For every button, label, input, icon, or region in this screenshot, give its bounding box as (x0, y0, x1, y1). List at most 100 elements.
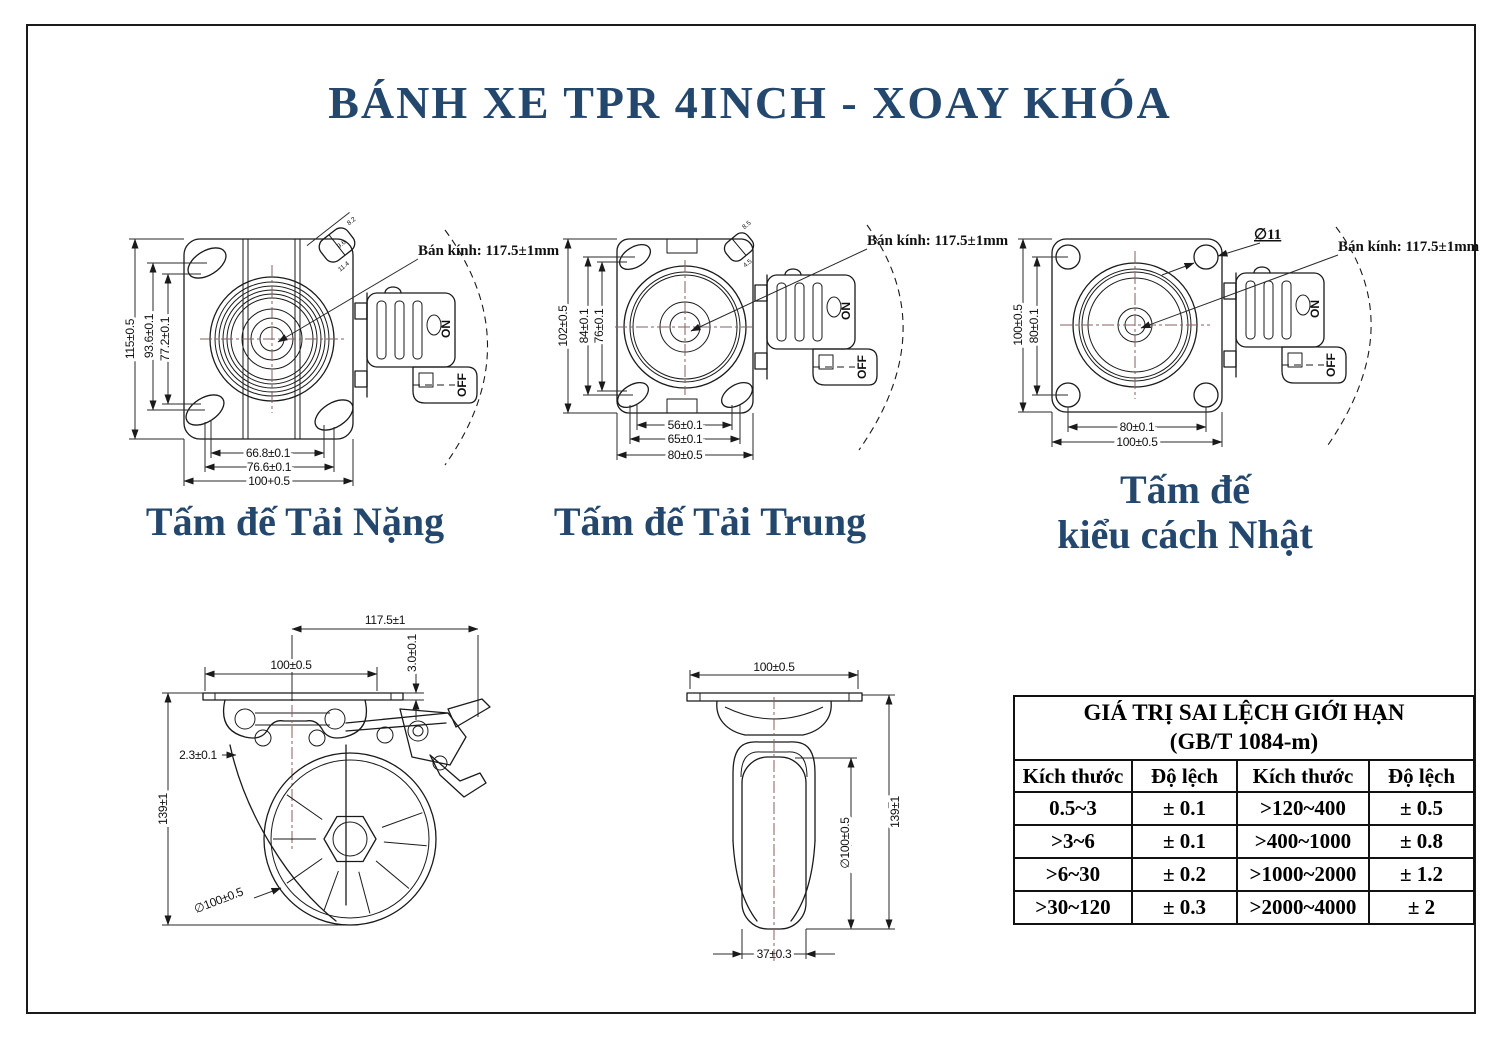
table-row: >3~6 ± 0.1 >400~1000 ± 0.8 (1013, 824, 1476, 859)
axle-hex-nut (323, 815, 377, 863)
slot-detail: 8.2 9.6 11.4 (306, 211, 358, 273)
radius-leader (1140, 254, 1339, 329)
drawing-medium-duty-plate: 8.5 4.5 102±0.5 84±0.1 76±0.1 56±0.1 65±… (553, 220, 1009, 465)
wheel (263, 752, 437, 926)
svg-text:117.5±1: 117.5±1 (365, 613, 406, 627)
svg-text:100±0.5: 100±0.5 (270, 658, 312, 672)
svg-text:∅100±0.5: ∅100±0.5 (838, 817, 852, 869)
svg-text:56±0.1: 56±0.1 (668, 418, 703, 432)
svg-text:80±0.5: 80±0.5 (668, 448, 703, 462)
col-header: Độ lệch (1131, 759, 1238, 793)
bolt-hole (1193, 244, 1219, 270)
mounting-plate-japan (1051, 238, 1223, 413)
fork-leg (732, 840, 758, 922)
caption-japan-line1: Tấm đế (1120, 467, 1250, 512)
svg-text:102±0.5: 102±0.5 (556, 305, 570, 347)
cell: ± 2 (1367, 890, 1476, 925)
svg-text:139±1: 139±1 (156, 792, 170, 824)
swing-radius-arc (858, 224, 904, 451)
dimensions-side-brake: 117.5±1 100±0.5 3.0±0.1 2.3±0.1 139±1 ∅1… (153, 610, 479, 926)
svg-text:66.8±0.1: 66.8±0.1 (246, 446, 291, 460)
slot-dim: 4.5 (742, 258, 754, 269)
table-title-line1: GIÁ TRỊ SAI LỆCH GIỚI HẠN (1083, 700, 1405, 726)
svg-text:100±0.5: 100±0.5 (1011, 304, 1025, 346)
radius-leader (690, 248, 868, 332)
slot-detail: 8.5 4.5 (723, 220, 755, 269)
drawing-side-view-brake: 117.5±1 100±0.5 3.0±0.1 2.3±0.1 139±1 ∅1… (153, 610, 491, 926)
cell: ± 0.2 (1131, 857, 1238, 892)
bolt-slot (720, 381, 754, 409)
radius-leader (277, 258, 419, 343)
svg-text:65±0.1: 65±0.1 (668, 432, 703, 446)
caption-medium-duty: Tấm đế Tải Trung (553, 499, 867, 544)
cell: >30~120 (1013, 890, 1133, 925)
cell: ± 0.8 (1367, 824, 1476, 859)
slot-dim: 8.2 (346, 216, 358, 227)
svg-text:77.2±0.1: 77.2±0.1 (158, 316, 172, 361)
cell: 0.5~3 (1013, 791, 1133, 826)
tolerance-table: GIÁ TRỊ SAI LỆCH GIỚI HẠN (GB/T 1084-m) … (1012, 695, 1476, 925)
col-header: Kích thước (1013, 759, 1133, 793)
svg-text:76±0.1: 76±0.1 (592, 308, 606, 343)
svg-text:80±0.1: 80±0.1 (1120, 420, 1155, 434)
brake-pedal (1223, 266, 1347, 384)
cell: ± 0.1 (1131, 824, 1238, 859)
page-title: BÁNH XE TPR 4INCH - XOAY KHÓA (328, 77, 1172, 128)
hole-dia-leader (1161, 262, 1195, 276)
fork-leg (229, 744, 337, 922)
caption-japan-style: Tấm đế kiểu cách Nhật (1005, 467, 1365, 558)
brake-pedal: ON OFF (354, 286, 478, 404)
svg-text:100±0.5: 100±0.5 (753, 660, 795, 674)
brake-pedal (754, 268, 878, 386)
caption-japan-line2: kiểu cách Nhật (1057, 511, 1313, 557)
mounting-plate-medium (615, 238, 755, 414)
brake-on-label: ON (439, 320, 453, 338)
table-title-line2: (GB/T 1084-m) (1169, 729, 1319, 754)
bolt-slot (618, 243, 652, 271)
caster-front-view (686, 692, 863, 963)
radius-annotation: Bán kính: 117.5±1mm (1338, 239, 1480, 255)
bolt-slot (616, 381, 650, 409)
svg-text:∅100±0.5: ∅100±0.5 (192, 884, 246, 916)
table-header-row: Kích thước Độ lệch Kích thước Độ lệch (1013, 759, 1476, 793)
fork-leg (790, 840, 816, 922)
slot-dim: 11.4 (337, 260, 351, 273)
cell: ± 0.3 (1131, 890, 1238, 925)
dimensions-japan: 100±0.5 80±0.1 80±0.1 100±0.5 (1008, 238, 1223, 452)
drawing-japan-style-plate: 100±0.5 80±0.1 80±0.1 100±0.5 ∅11 Bán kí… (1008, 226, 1480, 452)
svg-text:2.3±0.1: 2.3±0.1 (179, 748, 217, 762)
drawing-heavy-duty-plate: ON OFF (120, 211, 560, 491)
cell: >400~1000 (1236, 824, 1370, 859)
svg-text:93.6±0.1: 93.6±0.1 (142, 313, 156, 358)
drawing-front-view: 100±0.5 139±1 ∅100±0.5 37±0.3 (686, 657, 905, 964)
swing-radius-arc (444, 229, 488, 466)
caster-side-view (202, 692, 491, 926)
brake-off-label: OFF (455, 373, 469, 397)
dimensions-front-view: 100±0.5 139±1 ∅100±0.5 37±0.3 (689, 657, 905, 964)
hole-dia-leader (1217, 242, 1261, 257)
col-header: Độ lệch (1367, 759, 1476, 793)
radius-annotation: Bán kính: 117.5±1mm (867, 233, 1009, 249)
dimensions-heavy: 115±0.5 93.6±0.1 77.2±0.1 66.8±0.1 76.6±… (120, 238, 354, 491)
swing-radius-arc (1327, 226, 1372, 446)
slot-dim: 8.5 (741, 220, 753, 231)
svg-text:80±0.1: 80±0.1 (1027, 308, 1041, 343)
bolt-slot (314, 399, 354, 431)
cell: >2000~4000 (1236, 890, 1370, 925)
brake-lever-assembly (345, 698, 491, 798)
table-row: >30~120 ± 0.3 >2000~4000 ± 2 (1013, 890, 1476, 925)
cell: >3~6 (1013, 824, 1133, 859)
sheet-border (26, 24, 1476, 1014)
swivel-raceway (222, 699, 368, 739)
svg-text:115±0.5: 115±0.5 (123, 318, 137, 359)
svg-text:139±1: 139±1 (888, 795, 902, 827)
cell: >120~400 (1236, 791, 1370, 826)
radius-annotation: Bán kính: 117.5±1mm (418, 243, 560, 259)
table-title: GIÁ TRỊ SAI LỆCH GIỚI HẠN (GB/T 1084-m) (1012, 695, 1476, 761)
svg-text:84±0.1: 84±0.1 (577, 308, 591, 343)
dimensions-medium: 102±0.5 84±0.1 76±0.1 56±0.1 65±0.1 80±0… (553, 238, 754, 465)
svg-text:100+0.5: 100+0.5 (248, 474, 290, 488)
cell: >1000~2000 (1236, 857, 1370, 892)
caption-heavy-duty: Tấm đế Tải Nặng (145, 499, 445, 544)
